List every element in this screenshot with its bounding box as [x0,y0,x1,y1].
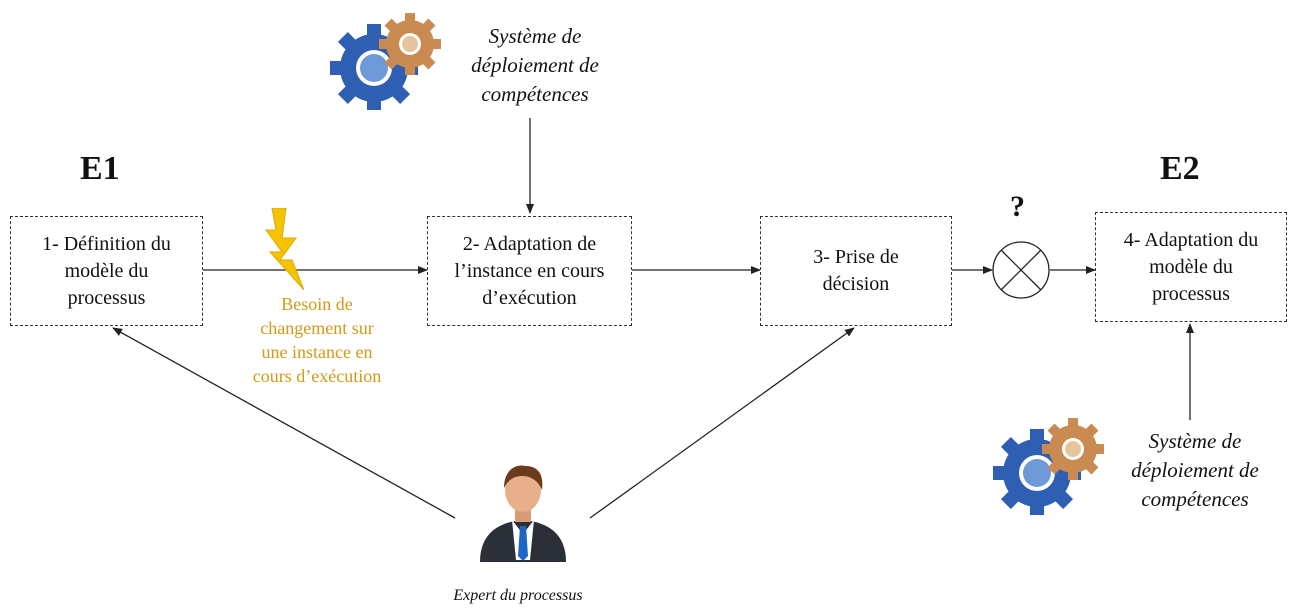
decision-question-mark: ? [1010,190,1025,223]
box-decision-line1: 3- Prise de [813,246,899,268]
change-need-line3: une instance en [261,342,373,362]
box-definition-line2: modèle du [64,259,149,282]
xor-gate-icon [992,241,1050,299]
stage-e1: E1 [80,150,120,187]
skills-system-top-line2: déploiement de [471,53,599,77]
box-adaptation-model-line1: 4- Adaptation du [1123,228,1259,251]
change-need-line4: cours d’exécution [252,366,382,386]
change-need-label: Besoin de changement sur une instance en… [232,292,402,388]
gears-icon [330,10,445,112]
lightning-icon [264,207,310,291]
box-adaptation-model-line3: processus [1152,282,1230,305]
skills-system-bottom-line1: Système de [1148,429,1242,453]
box-adaptation-instance-line3: d’exécution [482,286,577,309]
gears-icon [993,415,1108,517]
box-adaptation-instance-line1: 2- Adaptation de [462,232,597,255]
arrow-expert-to-decision [589,327,855,519]
skills-system-bottom-line2: déploiement de [1131,458,1259,482]
change-need-line1: Besoin de [281,294,353,314]
expert-label: Expert du processus [453,587,583,604]
arrow-expert-to-def [112,327,456,519]
skills-system-bottom-line3: compétences [1141,487,1249,511]
box-decision-line2: décision [822,273,890,295]
skills-system-top-line3: compétences [481,82,589,106]
skills-system-top-line1: Système de [488,24,582,48]
box-adaptation-instance: 2- Adaptation de l’instance en cours d’e… [427,216,632,326]
box-adaptation-model: 4- Adaptation du modèle du processus [1095,212,1287,322]
box-definition-line1: 1- Définition du [42,232,171,255]
skills-system-top-label: Système de déploiement de compétences [445,22,625,109]
box-definition: 1- Définition du modèle du processus [10,216,203,326]
skills-system-bottom-label: Système de déploiement de compétences [1105,427,1285,514]
change-need-line2: changement sur [260,318,374,338]
box-definition-line3: processus [67,286,146,309]
expert-avatar-icon [478,460,568,562]
box-adaptation-model-line2: modèle du [1149,255,1233,278]
box-adaptation-instance-line2: l’instance en cours [454,259,605,282]
box-decision: 3- Prise de décision [760,216,952,326]
stage-e2: E2 [1160,150,1200,187]
